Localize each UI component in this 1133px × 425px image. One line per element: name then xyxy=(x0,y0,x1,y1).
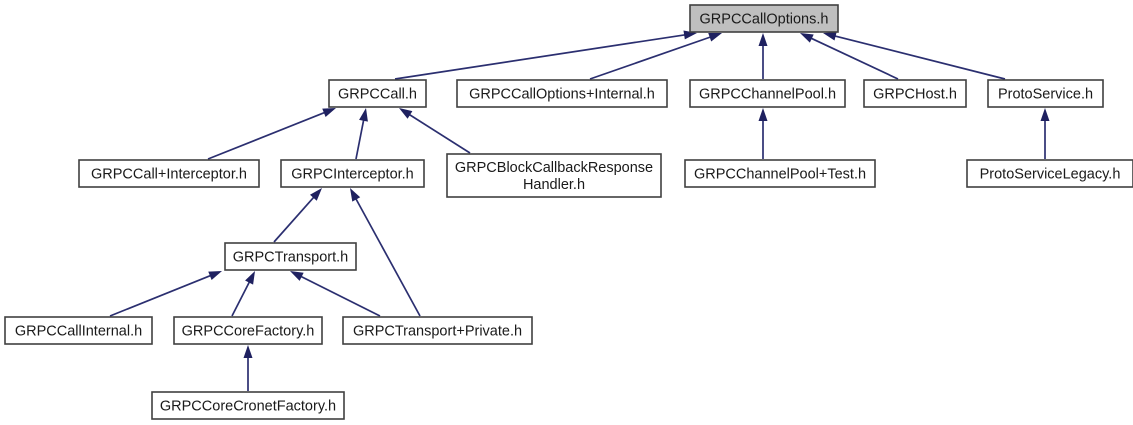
graph-edge xyxy=(394,30,697,80)
graph-edge xyxy=(350,188,421,317)
graph-edge xyxy=(243,345,253,391)
node-box[interactable] xyxy=(224,242,357,271)
edge-line xyxy=(109,274,213,317)
graph-node-grpccalloptions-internal-h[interactable]: GRPCCallOptions+Internal.h xyxy=(456,79,668,108)
graph-edge xyxy=(290,271,381,317)
graph-node-grpccalloptions-h[interactable]: GRPCCallOptions.h xyxy=(689,4,839,33)
node-box[interactable] xyxy=(863,79,967,108)
graph-node-grpctransport-private-h[interactable]: GRPCTransport+Private.h xyxy=(342,316,533,345)
graph-edge xyxy=(1040,108,1050,159)
graph-node-grpchost-h[interactable]: GRPCHost.h xyxy=(863,79,967,108)
node-box[interactable] xyxy=(342,316,533,345)
edge-arrowhead-icon xyxy=(399,108,413,119)
node-box[interactable] xyxy=(966,159,1133,188)
node-label: GRPCChannelPool+Test.h xyxy=(694,166,866,182)
edge-arrowhead-icon xyxy=(309,188,322,201)
edge-line xyxy=(273,195,316,243)
node-box[interactable] xyxy=(689,4,839,33)
node-label: GRPCChannelPool.h xyxy=(699,86,836,102)
edge-arrowhead-icon xyxy=(800,33,814,43)
edge-arrowhead-icon xyxy=(823,31,837,41)
edge-line xyxy=(809,36,899,80)
node-box[interactable] xyxy=(446,153,662,198)
graph-edge xyxy=(399,108,471,154)
node-label: GRPCBlockCallbackResponse xyxy=(455,160,653,176)
edge-arrowhead-icon xyxy=(243,345,253,358)
node-label: GRPCTransport.h xyxy=(233,249,349,265)
graph-edge xyxy=(273,188,322,243)
edge-line xyxy=(231,280,251,317)
graph-node-protoservicelegacy-h[interactable]: ProtoServiceLegacy.h xyxy=(966,159,1133,188)
graph-node-grpccallinternal-h[interactable]: GRPCCallInternal.h xyxy=(4,316,153,345)
edge-line xyxy=(407,113,471,154)
node-box[interactable] xyxy=(151,391,345,420)
node-box[interactable] xyxy=(689,79,846,108)
node-label: Handler.h xyxy=(523,177,585,193)
edge-arrowhead-icon xyxy=(1040,108,1050,121)
node-label: ProtoServiceLegacy.h xyxy=(980,166,1121,182)
graph-edge xyxy=(231,271,255,317)
node-box[interactable] xyxy=(328,79,427,108)
edge-arrowhead-icon xyxy=(350,188,361,202)
edge-arrowhead-icon xyxy=(708,33,722,42)
node-label: GRPCCall+Interceptor.h xyxy=(91,166,247,182)
graph-node-grpccall-interceptor-h[interactable]: GRPCCall+Interceptor.h xyxy=(78,159,260,188)
node-box[interactable] xyxy=(987,79,1104,108)
graph-node-grpcinterceptor-h[interactable]: GRPCInterceptor.h xyxy=(280,159,425,188)
graph-edge xyxy=(207,108,336,160)
graph-edge xyxy=(355,108,368,160)
graph-edge xyxy=(589,33,722,80)
node-box[interactable] xyxy=(4,316,153,345)
node-box[interactable] xyxy=(280,159,425,188)
graph-node-grpccall-h[interactable]: GRPCCall.h xyxy=(328,79,427,108)
edge-arrowhead-icon xyxy=(758,33,768,46)
graph-edge xyxy=(758,33,768,79)
node-label: GRPCCallOptions.h xyxy=(700,11,829,27)
node-label: GRPCCall.h xyxy=(338,86,417,102)
edge-line xyxy=(355,118,365,160)
node-box[interactable] xyxy=(684,159,876,188)
edge-line xyxy=(394,33,687,80)
node-box[interactable] xyxy=(173,316,323,345)
edge-line xyxy=(354,197,421,317)
node-box[interactable] xyxy=(456,79,668,108)
graph-edge xyxy=(823,31,1006,80)
graph-node-grpctransport-h[interactable]: GRPCTransport.h xyxy=(224,242,357,271)
graph-edges-layer xyxy=(109,30,1050,391)
graph-node-grpcchannelpool-h[interactable]: GRPCChannelPool.h xyxy=(689,79,846,108)
edge-line xyxy=(589,35,712,80)
graph-edge xyxy=(109,271,222,317)
node-label: ProtoService.h xyxy=(998,86,1093,102)
node-label: GRPCCoreCronetFactory.h xyxy=(160,398,336,414)
edge-arrowhead-icon xyxy=(359,108,368,122)
graph-node-grpccorefactory-h[interactable]: GRPCCoreFactory.h xyxy=(173,316,323,345)
node-label: GRPCTransport+Private.h xyxy=(353,323,522,339)
graph-edge xyxy=(758,108,768,159)
node-label: GRPCCoreFactory.h xyxy=(182,323,315,339)
edge-arrowhead-icon xyxy=(758,108,768,121)
edge-line xyxy=(299,275,381,317)
edge-line xyxy=(207,111,327,160)
node-label: GRPCInterceptor.h xyxy=(291,166,414,182)
node-label: GRPCCallOptions+Internal.h xyxy=(469,86,655,102)
edge-arrowhead-icon xyxy=(290,271,304,281)
edge-arrowhead-icon xyxy=(322,108,336,117)
edge-line xyxy=(833,34,1006,80)
graph-node-grpccorecronetfactory-h[interactable]: GRPCCoreCronetFactory.h xyxy=(151,391,345,420)
graph-edge xyxy=(800,33,899,80)
edge-arrowhead-icon xyxy=(208,271,222,281)
graph-node-protoservice-h[interactable]: ProtoService.h xyxy=(987,79,1104,108)
node-label: GRPCHost.h xyxy=(873,86,957,102)
node-label: GRPCCallInternal.h xyxy=(15,323,142,339)
graph-node-grpcchannelpool-test-h[interactable]: GRPCChannelPool+Test.h xyxy=(684,159,876,188)
node-box[interactable] xyxy=(78,159,260,188)
edge-arrowhead-icon xyxy=(245,271,255,285)
